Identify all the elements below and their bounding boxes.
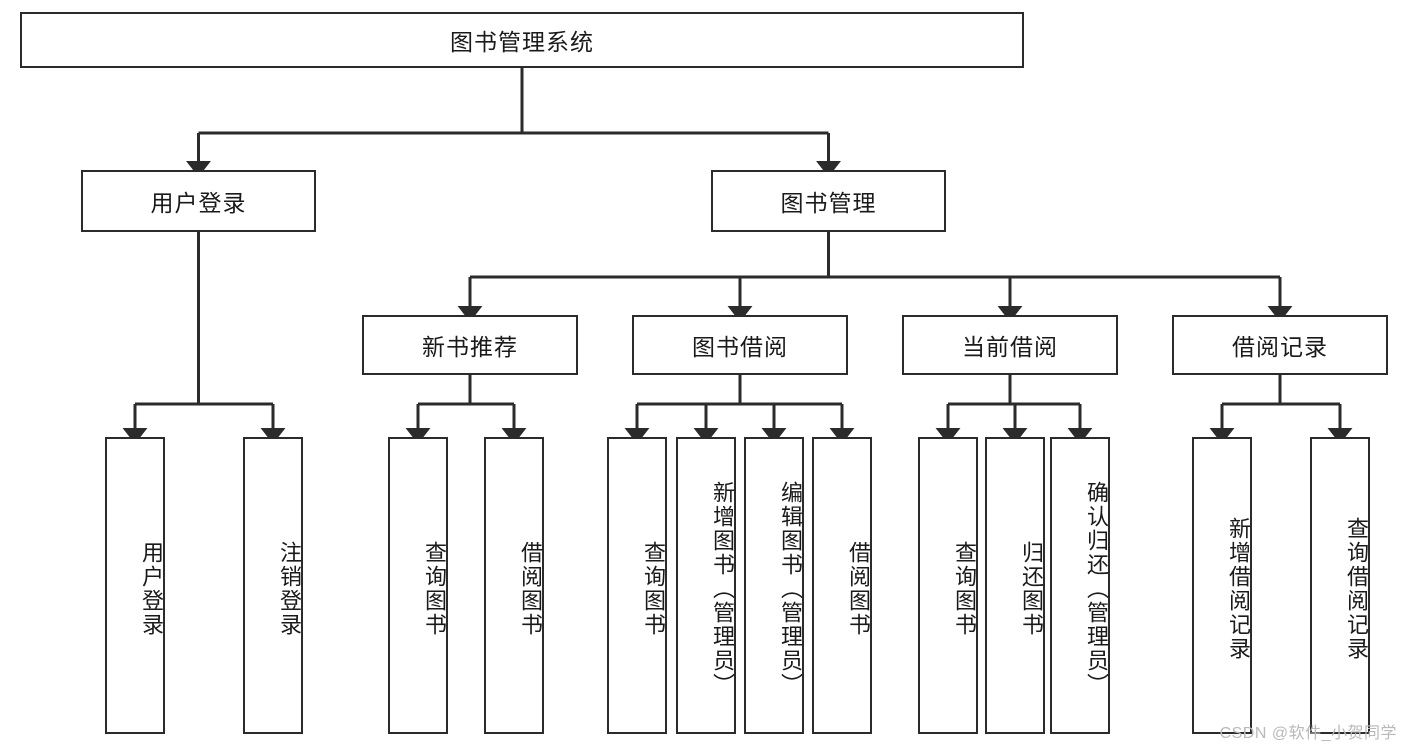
node-leaf-confirm-return[interactable]: 确认归还（管理员） [1050, 437, 1110, 734]
node-label: 新增借阅记录 [1226, 516, 1251, 661]
watermark: CSDN @软件_小贺同学 [1219, 725, 1397, 742]
node-label: 借阅图书 [518, 540, 543, 637]
node-label: 新书推荐 [422, 334, 518, 360]
node-new-book-rec[interactable]: 新书推荐 [362, 315, 578, 375]
node-label: 确认归还（管理员） [1084, 480, 1109, 697]
node-label: 注销登录 [277, 540, 302, 637]
node-user-login[interactable]: 用户登录 [81, 170, 316, 232]
node-current-borrow[interactable]: 当前借阅 [902, 315, 1118, 375]
node-leaf-query-book-1[interactable]: 查询图书 [388, 437, 448, 734]
node-label: 查询图书 [952, 540, 977, 637]
node-root[interactable]: 图书管理系统 [20, 12, 1024, 68]
node-leaf-add-book[interactable]: 新增图书（管理员） [676, 437, 736, 734]
node-label: 当前借阅 [962, 334, 1058, 360]
node-label: 查询借阅记录 [1344, 516, 1369, 661]
node-label: 用户登录 [139, 540, 164, 637]
node-label: 归还图书 [1019, 540, 1044, 637]
node-book-borrow[interactable]: 图书借阅 [632, 315, 848, 375]
node-leaf-borrow-book-1[interactable]: 借阅图书 [484, 437, 544, 734]
node-leaf-borrow-book-2[interactable]: 借阅图书 [812, 437, 872, 734]
node-leaf-query-book-2[interactable]: 查询图书 [607, 437, 667, 734]
node-label: 用户登录 [150, 190, 247, 216]
node-leaf-logout-login[interactable]: 注销登录 [243, 437, 303, 734]
node-leaf-query-book-3[interactable]: 查询图书 [918, 437, 978, 734]
node-book-manage[interactable]: 图书管理 [711, 170, 946, 232]
node-label: 查询图书 [641, 540, 666, 637]
node-leaf-user-login[interactable]: 用户登录 [105, 437, 165, 734]
node-leaf-edit-book[interactable]: 编辑图书（管理员） [744, 437, 804, 734]
node-leaf-return-book[interactable]: 归还图书 [985, 437, 1045, 734]
node-label: 图书借阅 [692, 334, 788, 360]
node-label: 编辑图书（管理员） [778, 480, 803, 697]
node-label: 图书管理系统 [450, 29, 594, 55]
node-borrow-record[interactable]: 借阅记录 [1172, 315, 1388, 375]
node-leaf-add-record[interactable]: 新增借阅记录 [1192, 437, 1252, 734]
node-label: 借阅记录 [1232, 334, 1328, 360]
node-label: 新增图书（管理员） [710, 480, 735, 697]
node-leaf-query-record[interactable]: 查询借阅记录 [1310, 437, 1370, 734]
node-label: 图书管理 [780, 190, 877, 216]
node-label: 查询图书 [422, 540, 447, 637]
node-label: 借阅图书 [846, 540, 871, 637]
